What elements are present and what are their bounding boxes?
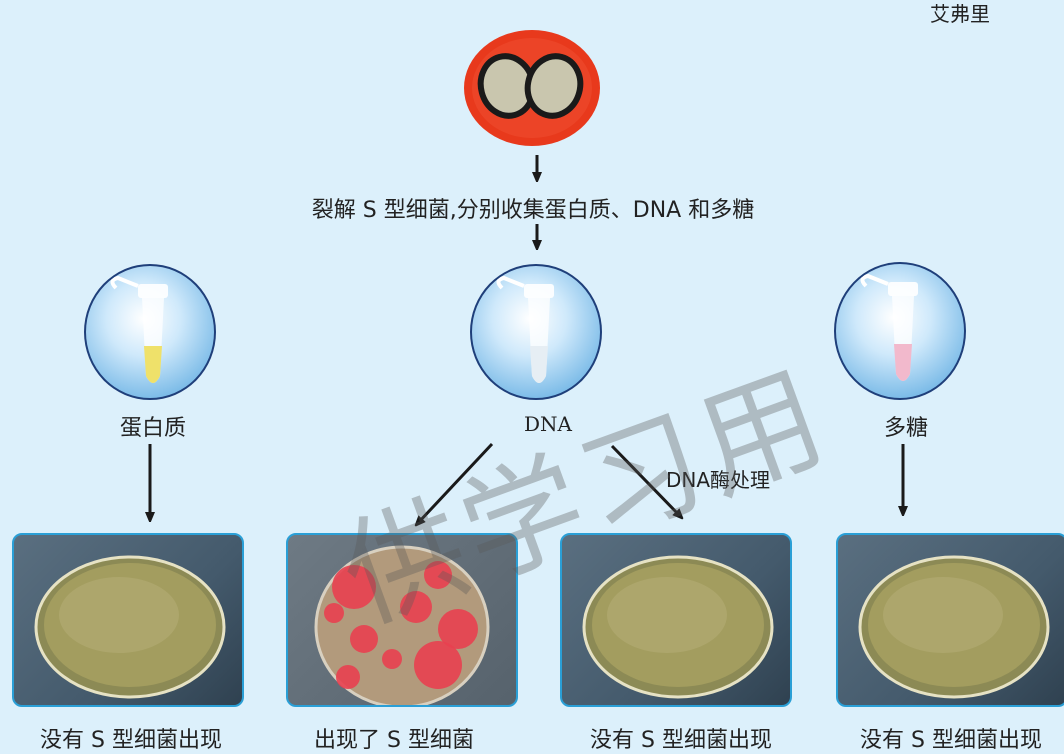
dna-tube-circle (470, 264, 602, 400)
petri-dish-icon (14, 535, 242, 705)
s-colony (324, 603, 344, 623)
result-dna: 出现了 S 型细菌 (314, 722, 474, 754)
dna-liquid (530, 346, 548, 383)
protein-tube-circle (84, 264, 216, 400)
s-colony (414, 641, 462, 689)
test-tube-icon (472, 266, 600, 398)
s-colony (382, 649, 402, 669)
s-type-bacteria-image (462, 28, 602, 148)
test-tube-icon (86, 266, 214, 398)
polysaccharide-liquid (894, 344, 912, 381)
result-polysaccharide: 没有 S 型细菌出现 (860, 722, 1042, 754)
protein-label: 蛋白质 (120, 410, 186, 442)
petri-dish-protein (12, 533, 244, 707)
corner-text: 艾弗里 (930, 0, 990, 27)
petri-dish-polysaccharide (836, 533, 1064, 707)
result-protein: 没有 S 型细菌出现 (40, 722, 222, 754)
test-tube-icon (836, 264, 964, 398)
protein-liquid (144, 346, 162, 383)
polysaccharide-label: 多糖 (884, 410, 928, 442)
result-dna-dnase: 没有 S 型细菌出现 (590, 722, 772, 754)
lysis-caption: 裂解 S 型细菌,分别收集蛋白质、DNA 和多糖 (312, 192, 754, 224)
polysaccharide-tube-circle (834, 262, 966, 400)
s-colony (336, 665, 360, 689)
petri-dish-icon (838, 535, 1064, 705)
